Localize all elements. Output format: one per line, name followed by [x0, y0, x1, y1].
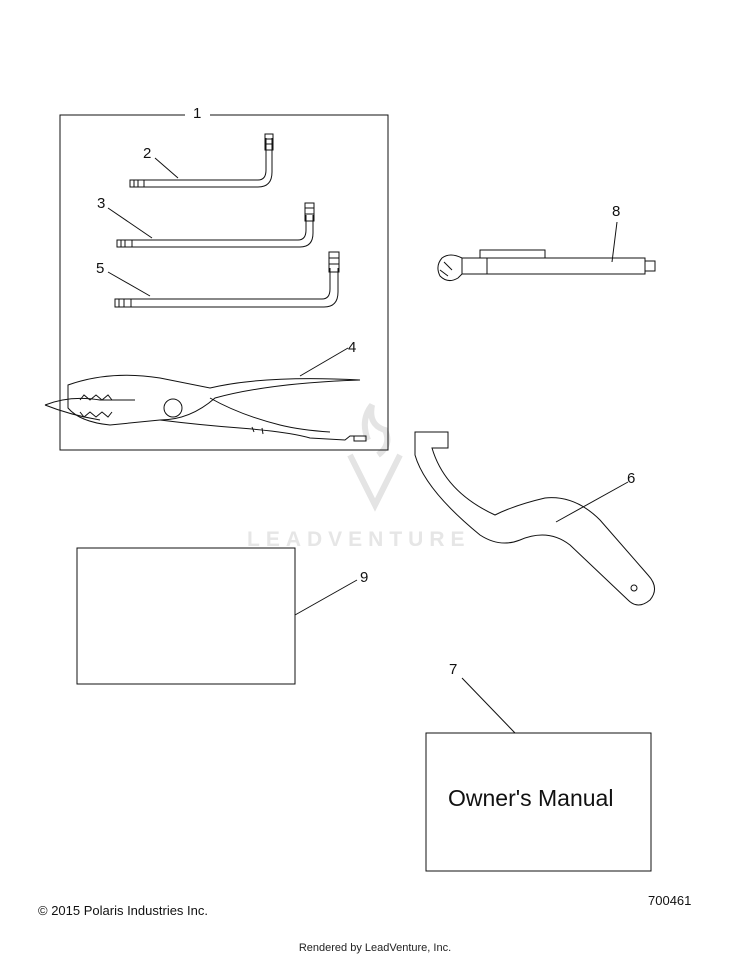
figure-number: 700461 [648, 893, 692, 908]
hex-key-small [129, 133, 274, 188]
copyright-text: © 2015 Polaris Industries Inc. [38, 903, 208, 918]
pliers [44, 347, 367, 442]
decal-card [76, 547, 358, 685]
callout-9: 9 [360, 569, 368, 586]
callout-4: 4 [348, 339, 356, 356]
callout-3: 3 [97, 195, 105, 212]
callout-8: 8 [612, 203, 620, 220]
tire-pressure-gauge [437, 221, 656, 282]
hex-key-medium [107, 202, 315, 248]
callout-2: 2 [143, 145, 151, 162]
callout-5: 5 [96, 260, 104, 277]
owners-manual-title: Owner's Manual [448, 785, 613, 811]
hex-key-large [107, 251, 340, 308]
callout-1: 1 [193, 105, 201, 122]
tool-kit-box [59, 114, 389, 451]
callout-6: 6 [627, 470, 635, 487]
watermark-brand-text: LEADVENTURE [247, 528, 471, 551]
watermark-logo [347, 403, 403, 512]
rendered-by-text: Rendered by LeadVenture, Inc. [298, 942, 452, 954]
callout-7: 7 [449, 661, 457, 678]
spanner-wrench [414, 431, 655, 606]
owners-manual [425, 677, 652, 872]
